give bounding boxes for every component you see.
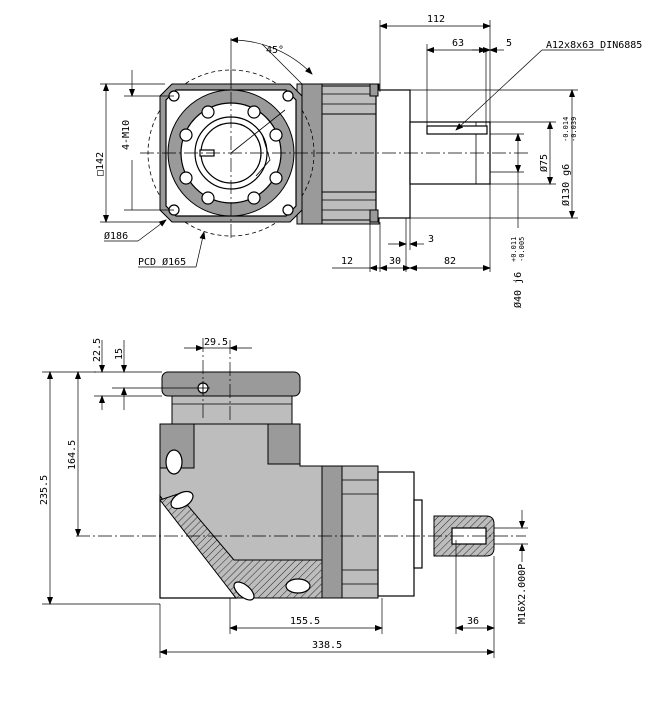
diameter-dims-right: Ø75 Ø130 g6 -0.014 -0.039: [410, 89, 578, 219]
dia-75-label: Ø75: [538, 154, 550, 172]
len-164-5-label: 164.5: [67, 440, 78, 470]
bottom-length-dims: 3 12 30 82: [332, 184, 491, 272]
dia-40-tol-lo: -0.005: [518, 237, 526, 262]
angle-dimension: 45°: [230, 36, 313, 88]
len-112-label: 112: [427, 14, 445, 25]
top-flange: [161, 371, 301, 425]
dia-130-tol-lo: -0.039: [570, 117, 578, 142]
dia-130-tol-up: -0.014: [562, 117, 570, 142]
square-label: □142: [95, 152, 106, 176]
flange-height-dims: 22.5 15: [92, 338, 196, 410]
dia-186-callout: Ø186: [104, 219, 167, 242]
len-82-label: 82: [444, 256, 456, 267]
housing-body: [296, 83, 411, 225]
dia-40-label: Ø40 j6: [512, 272, 524, 308]
thread-callout: M16X2.000P: [494, 510, 528, 624]
height-dims: 235.5 164.5: [39, 371, 160, 605]
len-63-label: 63: [452, 38, 464, 49]
len-30-label: 30: [389, 256, 401, 267]
len-36-label: 36: [467, 616, 479, 627]
dia-40-tol-up: +0.011: [510, 237, 518, 262]
pcd-callout: PCD Ø165: [138, 231, 206, 268]
angle-label: 45°: [266, 45, 284, 56]
side-housing: [159, 423, 323, 601]
len-235-5-label: 235.5: [39, 475, 50, 505]
side-output: [321, 465, 495, 599]
key-spec-label: A12x8x63 DIN6885: [546, 40, 642, 51]
bolt-label: 4-M10: [121, 120, 132, 150]
square-dimension: □142: [95, 83, 165, 223]
pcd-holes: [179, 105, 283, 205]
bolt-dimension: 4-M10: [121, 70, 174, 211]
dia-130-label: Ø130 g6: [560, 164, 572, 206]
side-view: 29.5 22.5 15 235.5 164.5: [39, 337, 528, 658]
thread-label: M16X2.000P: [517, 564, 528, 624]
len-338-5-label: 338.5: [312, 640, 342, 651]
top-view: 45° □142 4-M10 Ø186 PCD Ø165: [95, 14, 642, 308]
len-22-5-label: 22.5: [92, 338, 103, 362]
len-29-5-dim: 29.5: [184, 337, 252, 351]
len-5-label: 5: [506, 38, 512, 49]
len-15-label: 15: [114, 348, 125, 360]
len-29-5-label: 29.5: [204, 337, 228, 348]
len-12-label: 12: [341, 256, 353, 267]
dia-40-dim: Ø40 j6 +0.011 -0.005: [490, 133, 526, 308]
len-3-label: 3: [428, 234, 434, 245]
width-dims: 155.5 36 338.5: [159, 540, 495, 658]
pcd-label: PCD Ø165: [138, 256, 186, 268]
dia-186-label: Ø186: [104, 230, 128, 242]
top-length-dims: 112 63 5: [379, 14, 512, 126]
len-155-5-label: 155.5: [290, 616, 320, 627]
key-callout: A12x8x63 DIN6885: [455, 40, 642, 131]
